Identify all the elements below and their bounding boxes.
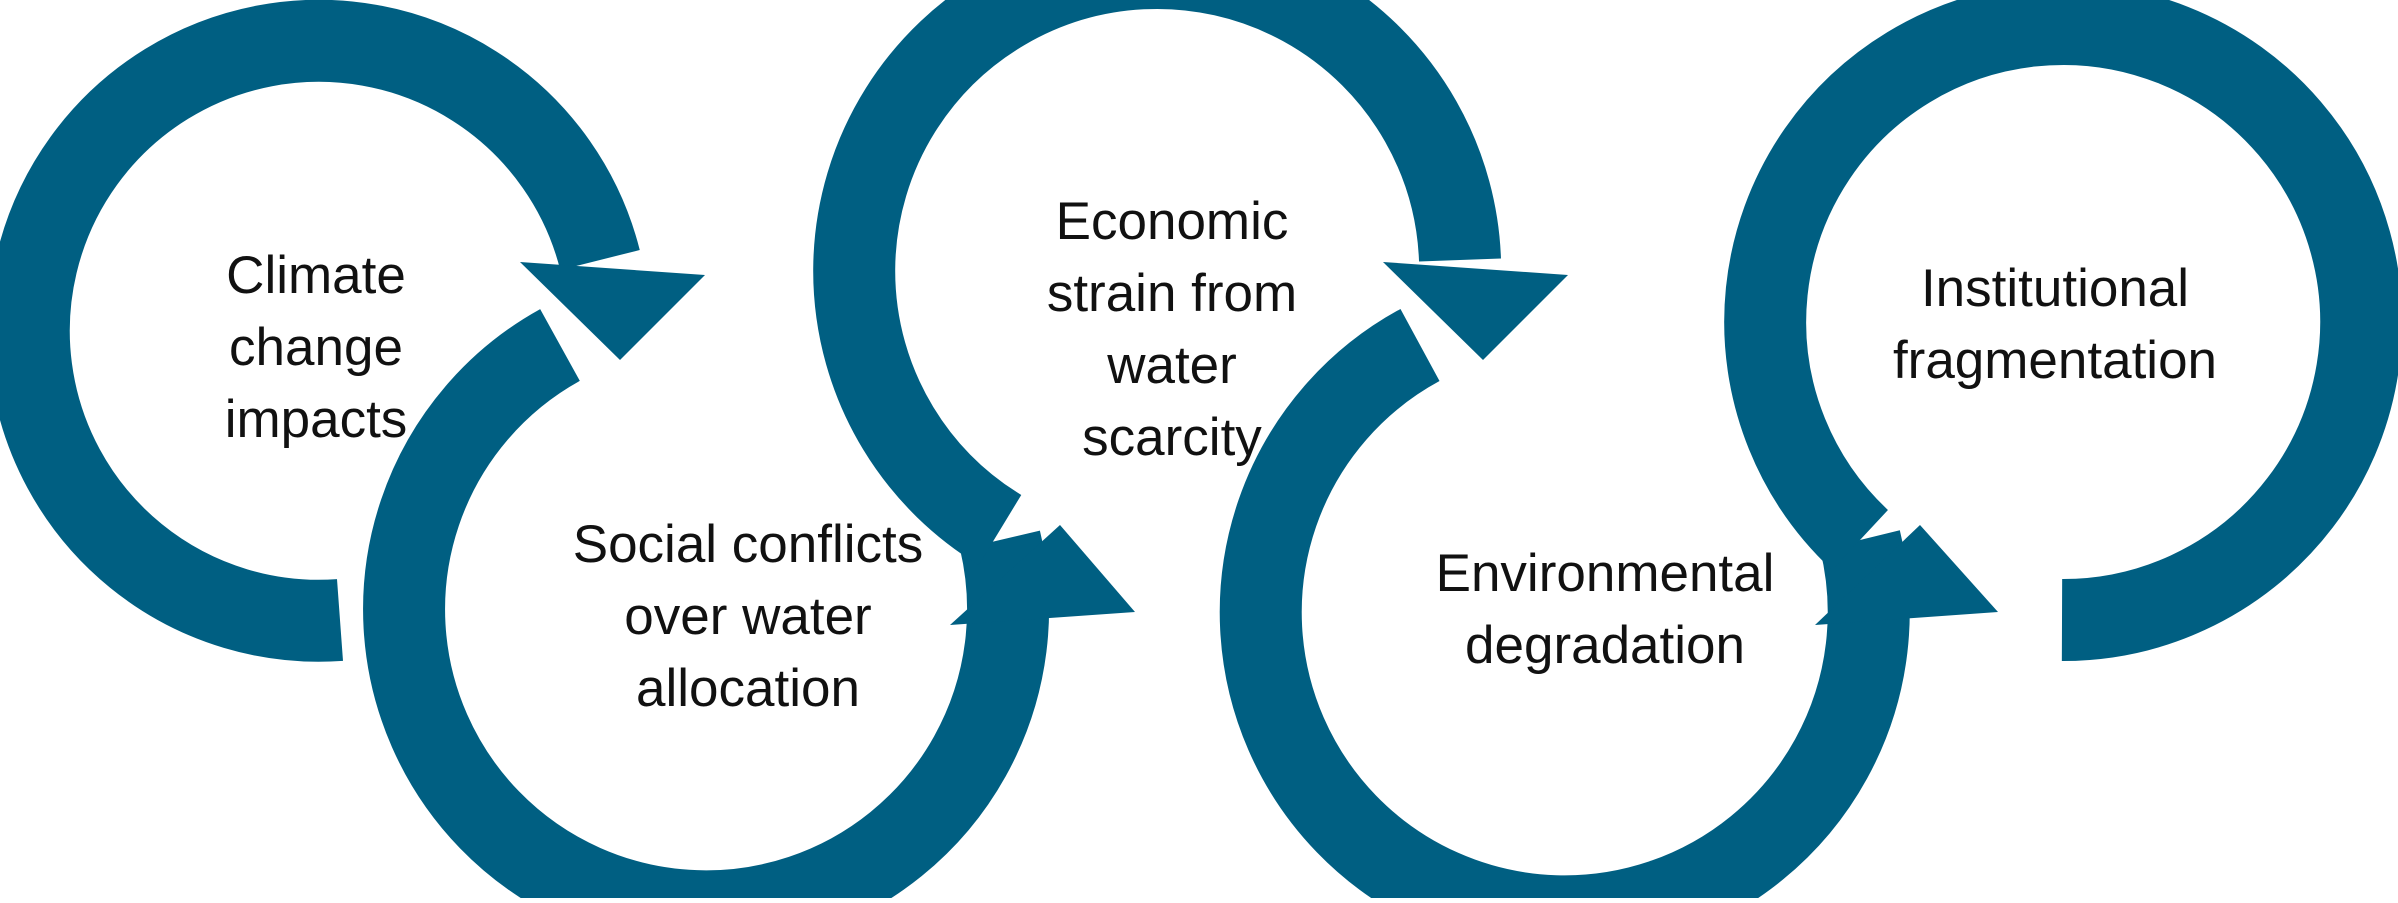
step-environmental-degradation-label: Environmental degradation	[1436, 538, 1775, 682]
ring-climate-change	[0, 0, 640, 662]
label-line: Social conflicts	[572, 515, 924, 574]
label-line: Climate	[226, 246, 406, 305]
label-line: Institutional	[1920, 259, 2190, 318]
arrowhead-3	[1383, 262, 1568, 360]
arrowhead-2	[950, 525, 1135, 625]
step-social-conflicts-label: Social conflicts over water allocation	[573, 509, 924, 725]
label-line: impacts	[224, 390, 408, 449]
label-line: scarcity	[1082, 408, 1262, 467]
ring-environmental-degradation	[1219, 308, 1910, 903]
label-line: change	[229, 318, 403, 377]
label-line: Economic	[1055, 192, 1289, 251]
arrowhead-4	[1815, 525, 1998, 625]
label-line: Environmental	[1435, 544, 1775, 603]
ring-social-conflicts	[363, 309, 1050, 903]
ring-institutional-fragmentation	[1724, 0, 2398, 662]
label-line: allocation	[636, 659, 860, 718]
step-economic-strain-label: Economic strain from water scarcity	[1047, 186, 1297, 474]
ring-economic-strain	[813, 0, 1501, 566]
label-line: strain from	[1046, 264, 1298, 323]
label-line: fragmentation	[1892, 331, 2218, 390]
step-climate-change-label: Climate change impacts	[225, 240, 408, 456]
label-line: degradation	[1465, 616, 1745, 675]
arrowhead-1	[520, 262, 705, 360]
label-line: over water	[624, 587, 872, 646]
step-institutional-fragmentation-label: Institutional fragmentation	[1893, 253, 2217, 397]
label-line: water	[1107, 336, 1237, 395]
